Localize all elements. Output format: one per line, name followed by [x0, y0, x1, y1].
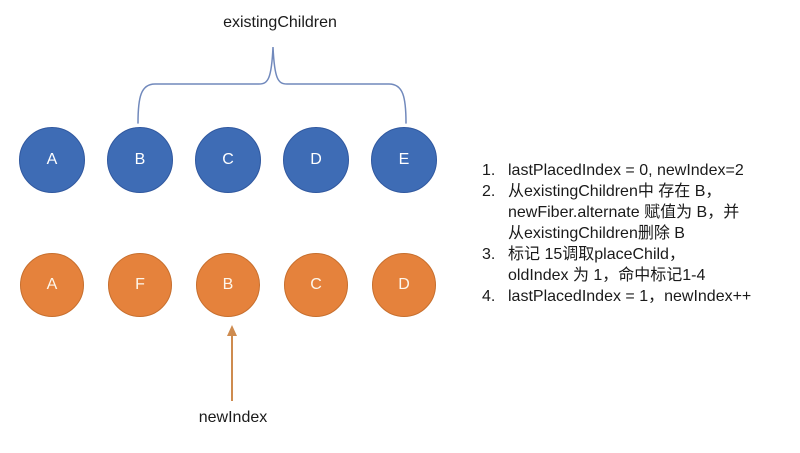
node-letter: C	[310, 276, 322, 293]
curly-brace	[137, 46, 407, 124]
existing-children-label: existingChildren	[223, 14, 337, 31]
node-letter: A	[46, 276, 58, 293]
node-letter: D	[310, 151, 322, 168]
existing-children-row: A B C D E	[19, 127, 437, 193]
node-letter: C	[222, 151, 234, 168]
notes-list: 1. lastPlacedIndex = 0, newIndex=2 2. 从e…	[482, 160, 772, 307]
note-text: lastPlacedIndex = 0, newIndex=2	[508, 162, 744, 179]
node-circle-blue-c: C	[195, 127, 261, 193]
note-text: lastPlacedIndex = 1，newIndex++	[508, 288, 752, 305]
note-number: 4.	[482, 288, 496, 305]
node-letter: B	[222, 276, 234, 293]
node-letter: A	[46, 151, 58, 168]
new-index-label: newIndex	[198, 409, 268, 426]
note-number: 3.	[482, 246, 496, 263]
new-index-arrow	[227, 325, 237, 401]
node-letter: B	[134, 151, 146, 168]
node-letter: F	[135, 276, 145, 293]
note-number: 1.	[482, 162, 496, 179]
node-circle-orange-b: B	[196, 253, 260, 317]
node-circle-blue-a: A	[19, 127, 85, 193]
note-item-2: 2. 从existingChildren中 存在 B， newFiber.alt…	[482, 181, 772, 244]
node-circle-orange-a: A	[20, 253, 84, 317]
note-text: 标记 15调取placeChild， oldIndex 为 1，命中标记1-4	[508, 246, 706, 284]
node-circle-blue-d: D	[283, 127, 349, 193]
note-number: 2.	[482, 183, 496, 200]
note-item-1: 1. lastPlacedIndex = 0, newIndex=2	[482, 160, 772, 181]
note-item-3: 3. 标记 15调取placeChild， oldIndex 为 1，命中标记1…	[482, 244, 772, 286]
node-circle-orange-f: F	[108, 253, 172, 317]
note-item-4: 4. lastPlacedIndex = 1，newIndex++	[482, 286, 772, 307]
new-children-row: A F B C D	[20, 253, 436, 317]
node-circle-orange-d: D	[372, 253, 436, 317]
note-text: 从existingChildren中 存在 B， newFiber.altern…	[508, 183, 740, 242]
node-circle-blue-e: E	[371, 127, 437, 193]
node-circle-blue-b: B	[107, 127, 173, 193]
node-letter: E	[398, 151, 410, 168]
node-circle-orange-c: C	[284, 253, 348, 317]
node-letter: D	[398, 276, 410, 293]
